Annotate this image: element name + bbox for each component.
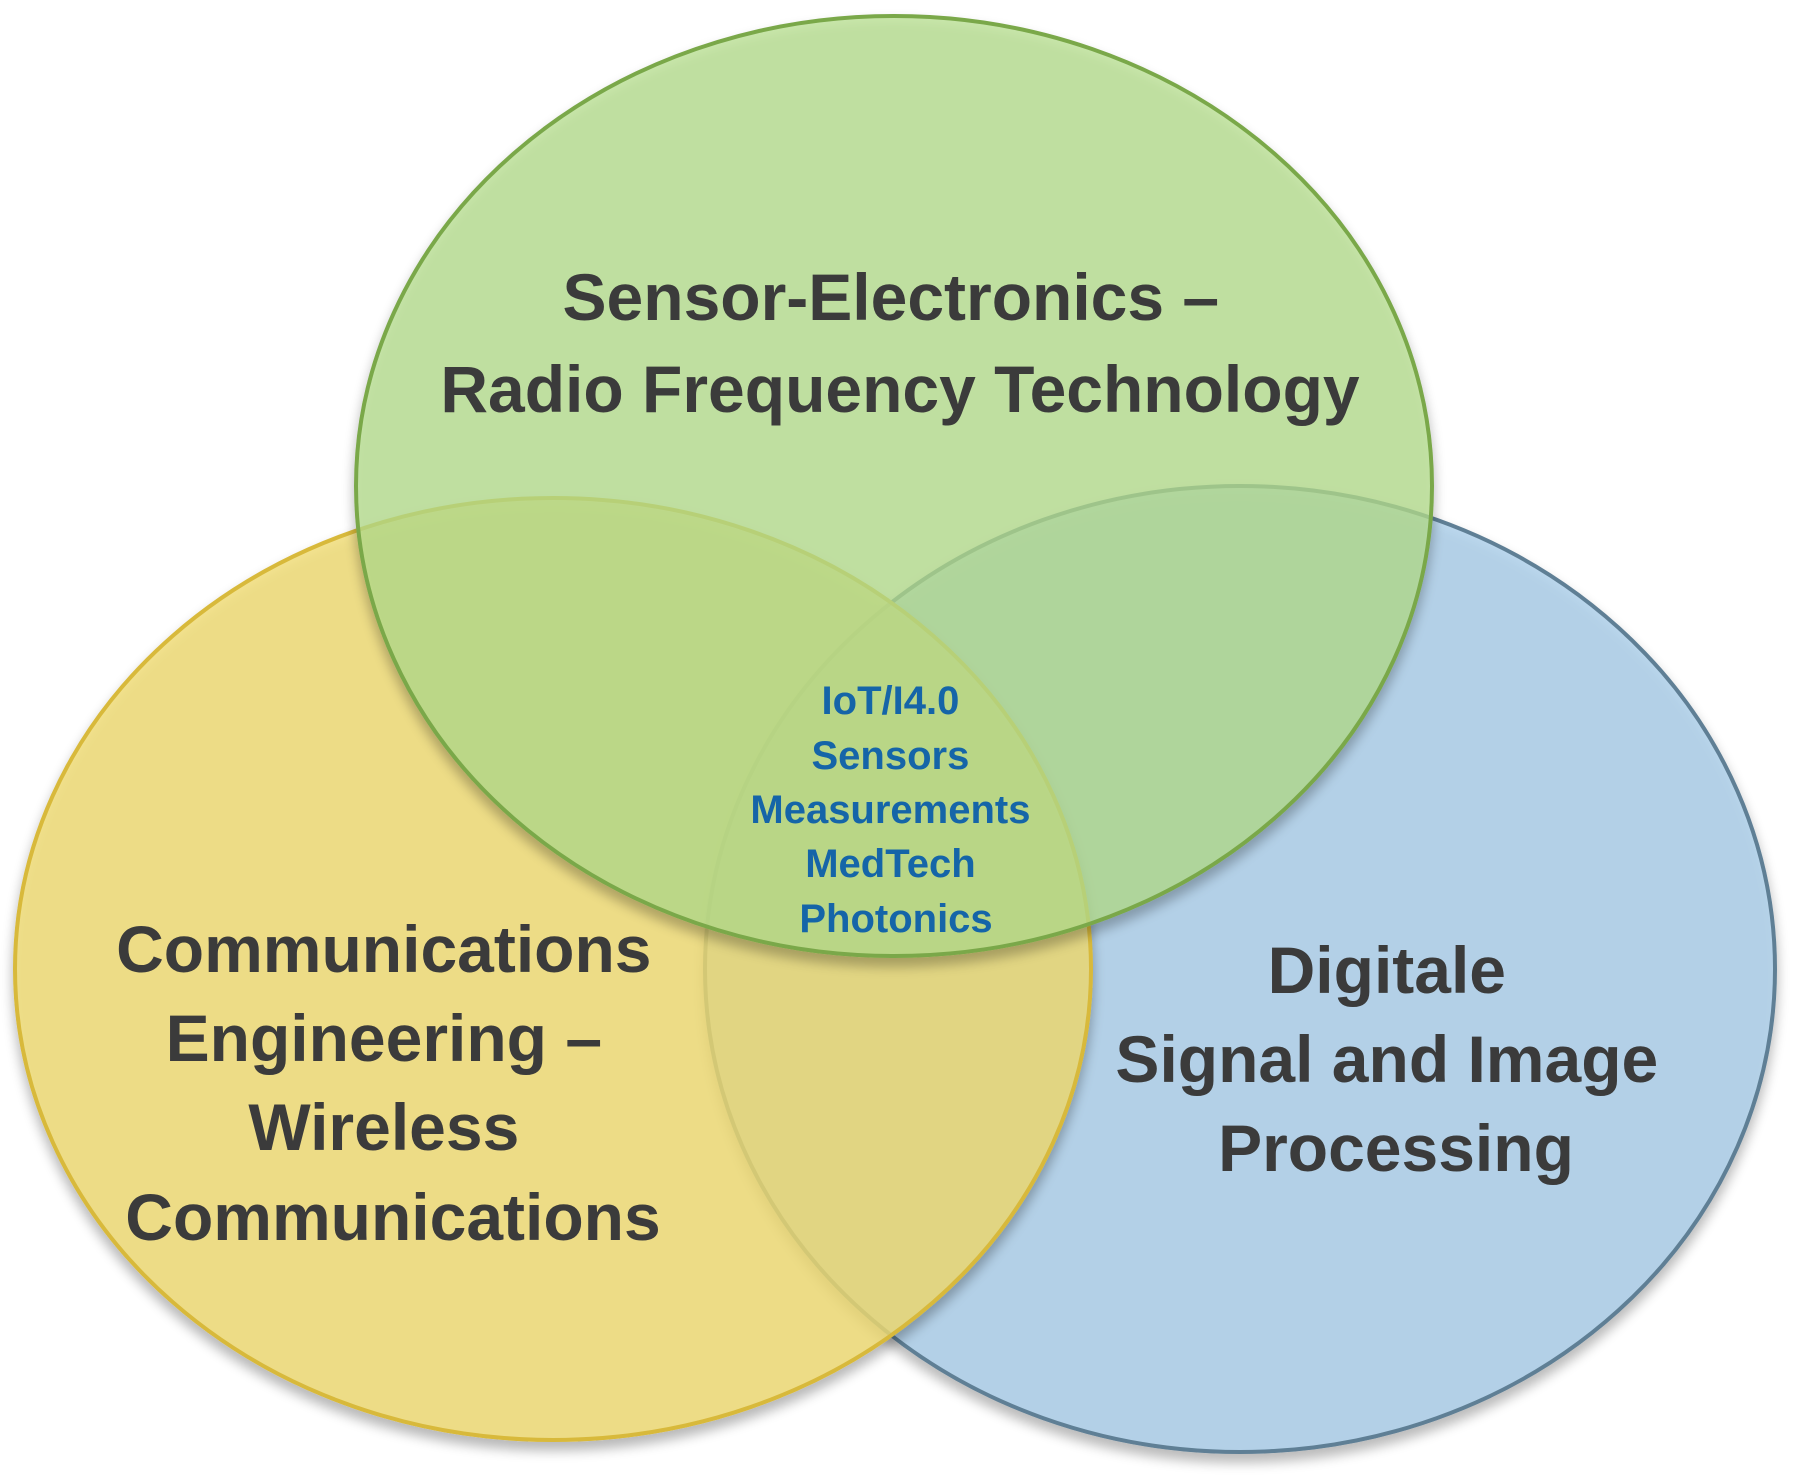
label-line: Communications	[125, 1180, 660, 1254]
center-line: Photonics	[799, 897, 992, 941]
label-line: Radio Frequency Technology	[440, 352, 1360, 426]
label-line: Digitale	[1268, 933, 1506, 1007]
label-line: Sensor-Electronics –	[563, 260, 1220, 334]
label-sensor-electronics: Sensor-Electronics – Radio Frequency Tec…	[440, 260, 1360, 426]
label-communications-engineering: Communications Engineering – Wireless Co…	[116, 912, 670, 1254]
center-line: Sensors	[812, 734, 970, 778]
label-line: Communications	[116, 912, 651, 986]
center-line: MedTech	[805, 842, 975, 886]
label-signal-image-processing: Digitale Signal and Image Processing	[1115, 933, 1676, 1185]
label-line: Signal and Image	[1115, 1022, 1658, 1096]
label-line: Engineering –	[166, 1001, 602, 1075]
center-line: IoT/I4.0	[822, 679, 960, 723]
label-line: Processing	[1218, 1111, 1574, 1185]
center-line: Measurements	[750, 788, 1030, 832]
label-line: Wireless	[248, 1090, 519, 1164]
label-center-intersection: IoT/I4.0 Sensors Measurements MedTech Ph…	[750, 679, 1041, 941]
circle-sensor-electronics	[354, 14, 1434, 958]
